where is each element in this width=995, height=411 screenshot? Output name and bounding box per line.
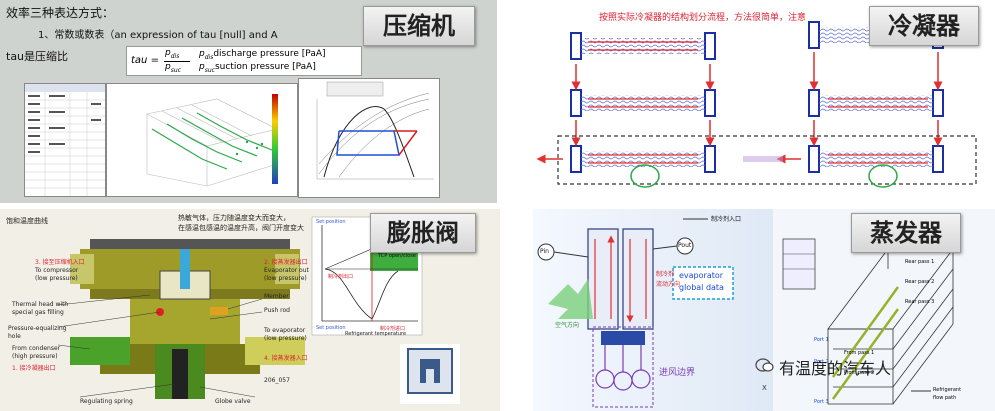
evap-port-2: Port 2 <box>814 359 829 365</box>
evap-port-3: Port 3 <box>814 399 829 405</box>
compressor-panel: 效率三种表达方式： 1、常数或数表（an expression of tau [… <box>0 0 497 203</box>
evap-flow-label-1: 制冷剂 <box>656 271 675 278</box>
label-thermal-1: Thermal head with <box>12 301 69 308</box>
label-to-compressor-2: (low pressure) <box>35 275 78 282</box>
evap-from-pass-2: From pass 2 <box>844 370 875 376</box>
graph-label-bottom: Set position <box>316 325 346 331</box>
evaporator-title: 蒸发器 <box>851 213 961 253</box>
label-thermal-2: special gas filling <box>12 309 64 316</box>
wechat-icon <box>755 357 775 373</box>
graph-red2: 制冷剂进口 <box>380 326 406 332</box>
compressor-line3: tau是压缩比 <box>6 50 69 63</box>
label-to-compressor-1: To compressor <box>35 267 79 274</box>
label-member: Member <box>264 293 289 300</box>
evap-from-pass-1: From pass 1 <box>844 350 875 356</box>
formula-box: tau = pdis psuc pdisdischarge pressure [… <box>126 46 362 76</box>
condenser-unit-3 <box>570 145 716 173</box>
expansion-valve-panel: 饱和温度曲线 热敏气体，压力随温度变大而变大， 在感温包感温的温度升高，阀门开度… <box>0 209 500 411</box>
surface-plot-thumbnail <box>106 83 298 197</box>
evap-refrigerant-1: Refrigerant <box>933 387 962 393</box>
ev-header-left: 饱和温度曲线 <box>6 217 48 225</box>
formula-lhs: tau = <box>131 55 159 66</box>
label-pressure-eq-2: hole <box>8 333 21 340</box>
label-to-evaporator-2: (low pressure) <box>264 335 307 342</box>
label-pressure-eq-1: Pressure-equalizing <box>8 325 67 332</box>
evap-refrigerant-2: flow path <box>933 395 957 401</box>
compressor-line1: 效率三种表达方式： <box>6 6 115 20</box>
formula-denominator: psuc <box>165 62 181 74</box>
graph-red1: 制冷剂出口 <box>328 274 354 280</box>
condenser-panel: 按照实际冷凝器的结构划分流程，方法很简单，注意 <box>533 0 995 203</box>
compressor-title: 压缩机 <box>363 6 475 46</box>
ph-diagram-thumbnail <box>298 78 440 198</box>
label-to-compressor-cn: 3. 接至压缩机入口 <box>35 259 85 266</box>
graph-label-top: Set position <box>316 219 346 225</box>
evaporator-panel: 制冷剂入口 Pin Pout 制冷剂 流动方向 evaporator globa… <box>533 209 995 411</box>
label-from-condenser-1: From condenser <box>12 345 61 352</box>
condenser-unit-6 <box>808 145 944 173</box>
evap-boundary: 进风边界 <box>659 368 696 378</box>
def-discharge: pdisdischarge pressure [PaA] <box>199 49 326 61</box>
def-suction: psucsuction pressure [PaA] <box>199 62 316 74</box>
ph-diagram <box>316 81 434 180</box>
fraction-bar <box>164 61 190 62</box>
label-from-condenser-cn: 1. 接冷凝器出口 <box>12 365 56 372</box>
label-from-condenser-2: (high pressure) <box>12 353 58 360</box>
label-globe-valve: Globe valve <box>215 398 251 405</box>
evap-axis-x: X <box>762 384 767 392</box>
condenser-note: 按照实际冷凝器的结构划分流程，方法很简单，注意 <box>599 13 807 23</box>
evap-port-1: Port 1 <box>814 337 829 343</box>
label-evap-out-1: Evaporator out <box>264 267 309 274</box>
watermark-text: 有温度的汽车人 <box>779 359 892 378</box>
ev-note2: 在感温包感温的温度升高，阀门开度变大 <box>178 224 304 232</box>
table-grid <box>25 84 105 196</box>
formula-numerator: pdis <box>165 48 180 60</box>
condenser-title: 冷凝器 <box>869 6 979 46</box>
expansion-valve-title: 膨胀阀 <box>370 213 476 253</box>
graph-tcp: TCP open/close <box>378 253 416 259</box>
surface-plot <box>146 94 278 187</box>
compressor-line2: 1、常数或数表（an expression of tau [null] and … <box>38 30 278 41</box>
data-table-thumbnail <box>24 83 106 197</box>
condenser-unit-1 <box>570 32 716 60</box>
evap-rear-pass-1: Rear pass 1 <box>905 259 935 265</box>
label-regulating-spring: Regulating spring <box>80 398 133 405</box>
evap-inlet-note: 制冷剂入口 <box>711 216 742 223</box>
evap-pin: Pin <box>540 248 549 255</box>
label-to-evaporator-1: To evaporator <box>264 327 306 334</box>
evap-pout: Pout <box>678 242 692 249</box>
label-evap-out-2: (low pressure) <box>264 275 307 282</box>
ev-note1: 热敏气体，压力随温度变大而变大， <box>178 214 290 222</box>
label-push-rod: Push rod <box>264 307 290 314</box>
condenser-unit-5 <box>808 89 944 117</box>
graph-xlabel: Refrigerant temperature <box>345 331 407 337</box>
ev-caption: 206_057 <box>264 377 290 384</box>
condenser-unit-2 <box>570 89 716 117</box>
label-to-evaporator-cn: 4. 接蒸发器入口 <box>264 355 308 362</box>
evap-airflow: 空气方向 <box>555 322 580 329</box>
label-evap-out-cn: 2. 接蒸发器出口 <box>264 259 308 266</box>
evap-rear-pass-2: Rear pass 2 <box>905 279 935 285</box>
evap-global-2: global data <box>679 283 724 292</box>
evap-rear-pass-3: Rear pass 3 <box>905 299 935 305</box>
evap-flow-label-2: 流动方向 <box>656 281 681 288</box>
evap-global-1: evaporator <box>679 271 724 280</box>
